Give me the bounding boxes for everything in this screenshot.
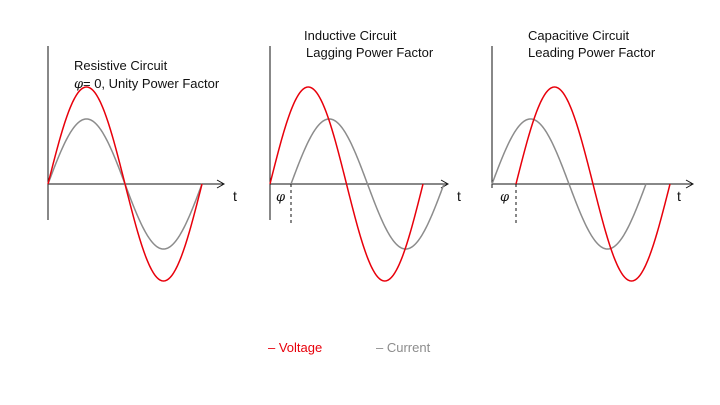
x-axis-label: t	[233, 188, 237, 204]
voltage-wave	[515, 86, 671, 282]
legend-current: – Current	[376, 340, 431, 355]
legend: – Voltage – Current	[268, 340, 431, 355]
phi-symbol: φ	[74, 77, 84, 92]
voltage-wave	[47, 86, 203, 282]
panel-title: Capacitive Circuit	[528, 28, 630, 43]
x-axis-arrowhead	[685, 179, 695, 189]
phase-angle-label: φ	[500, 190, 510, 205]
panel-subtitle: = 0, Unity Power Factor	[83, 76, 220, 91]
current-wave	[491, 118, 647, 250]
phase-angle-label: φ	[276, 190, 286, 205]
panel-subtitle: Leading Power Factor	[528, 45, 656, 60]
current-wave	[290, 118, 445, 250]
panel-title: Inductive Circuit	[304, 28, 397, 43]
x-axis-label: t	[677, 188, 681, 204]
panel-resistive: Resistive Circuit φ = 0, Unity Power Fac…	[47, 46, 237, 282]
x-axis-arrowhead	[216, 179, 226, 189]
legend-voltage: – Voltage	[268, 340, 322, 355]
x-axis-label: t	[457, 188, 461, 204]
panel-title: Resistive Circuit	[74, 58, 168, 73]
panel-capacitive: Capacitive Circuit Leading Power Factor …	[491, 28, 695, 282]
voltage-wave	[269, 86, 424, 282]
panel-inductive: Inductive Circuit Lagging Power Factor t…	[269, 28, 461, 282]
panel-subtitle: Lagging Power Factor	[306, 45, 434, 60]
